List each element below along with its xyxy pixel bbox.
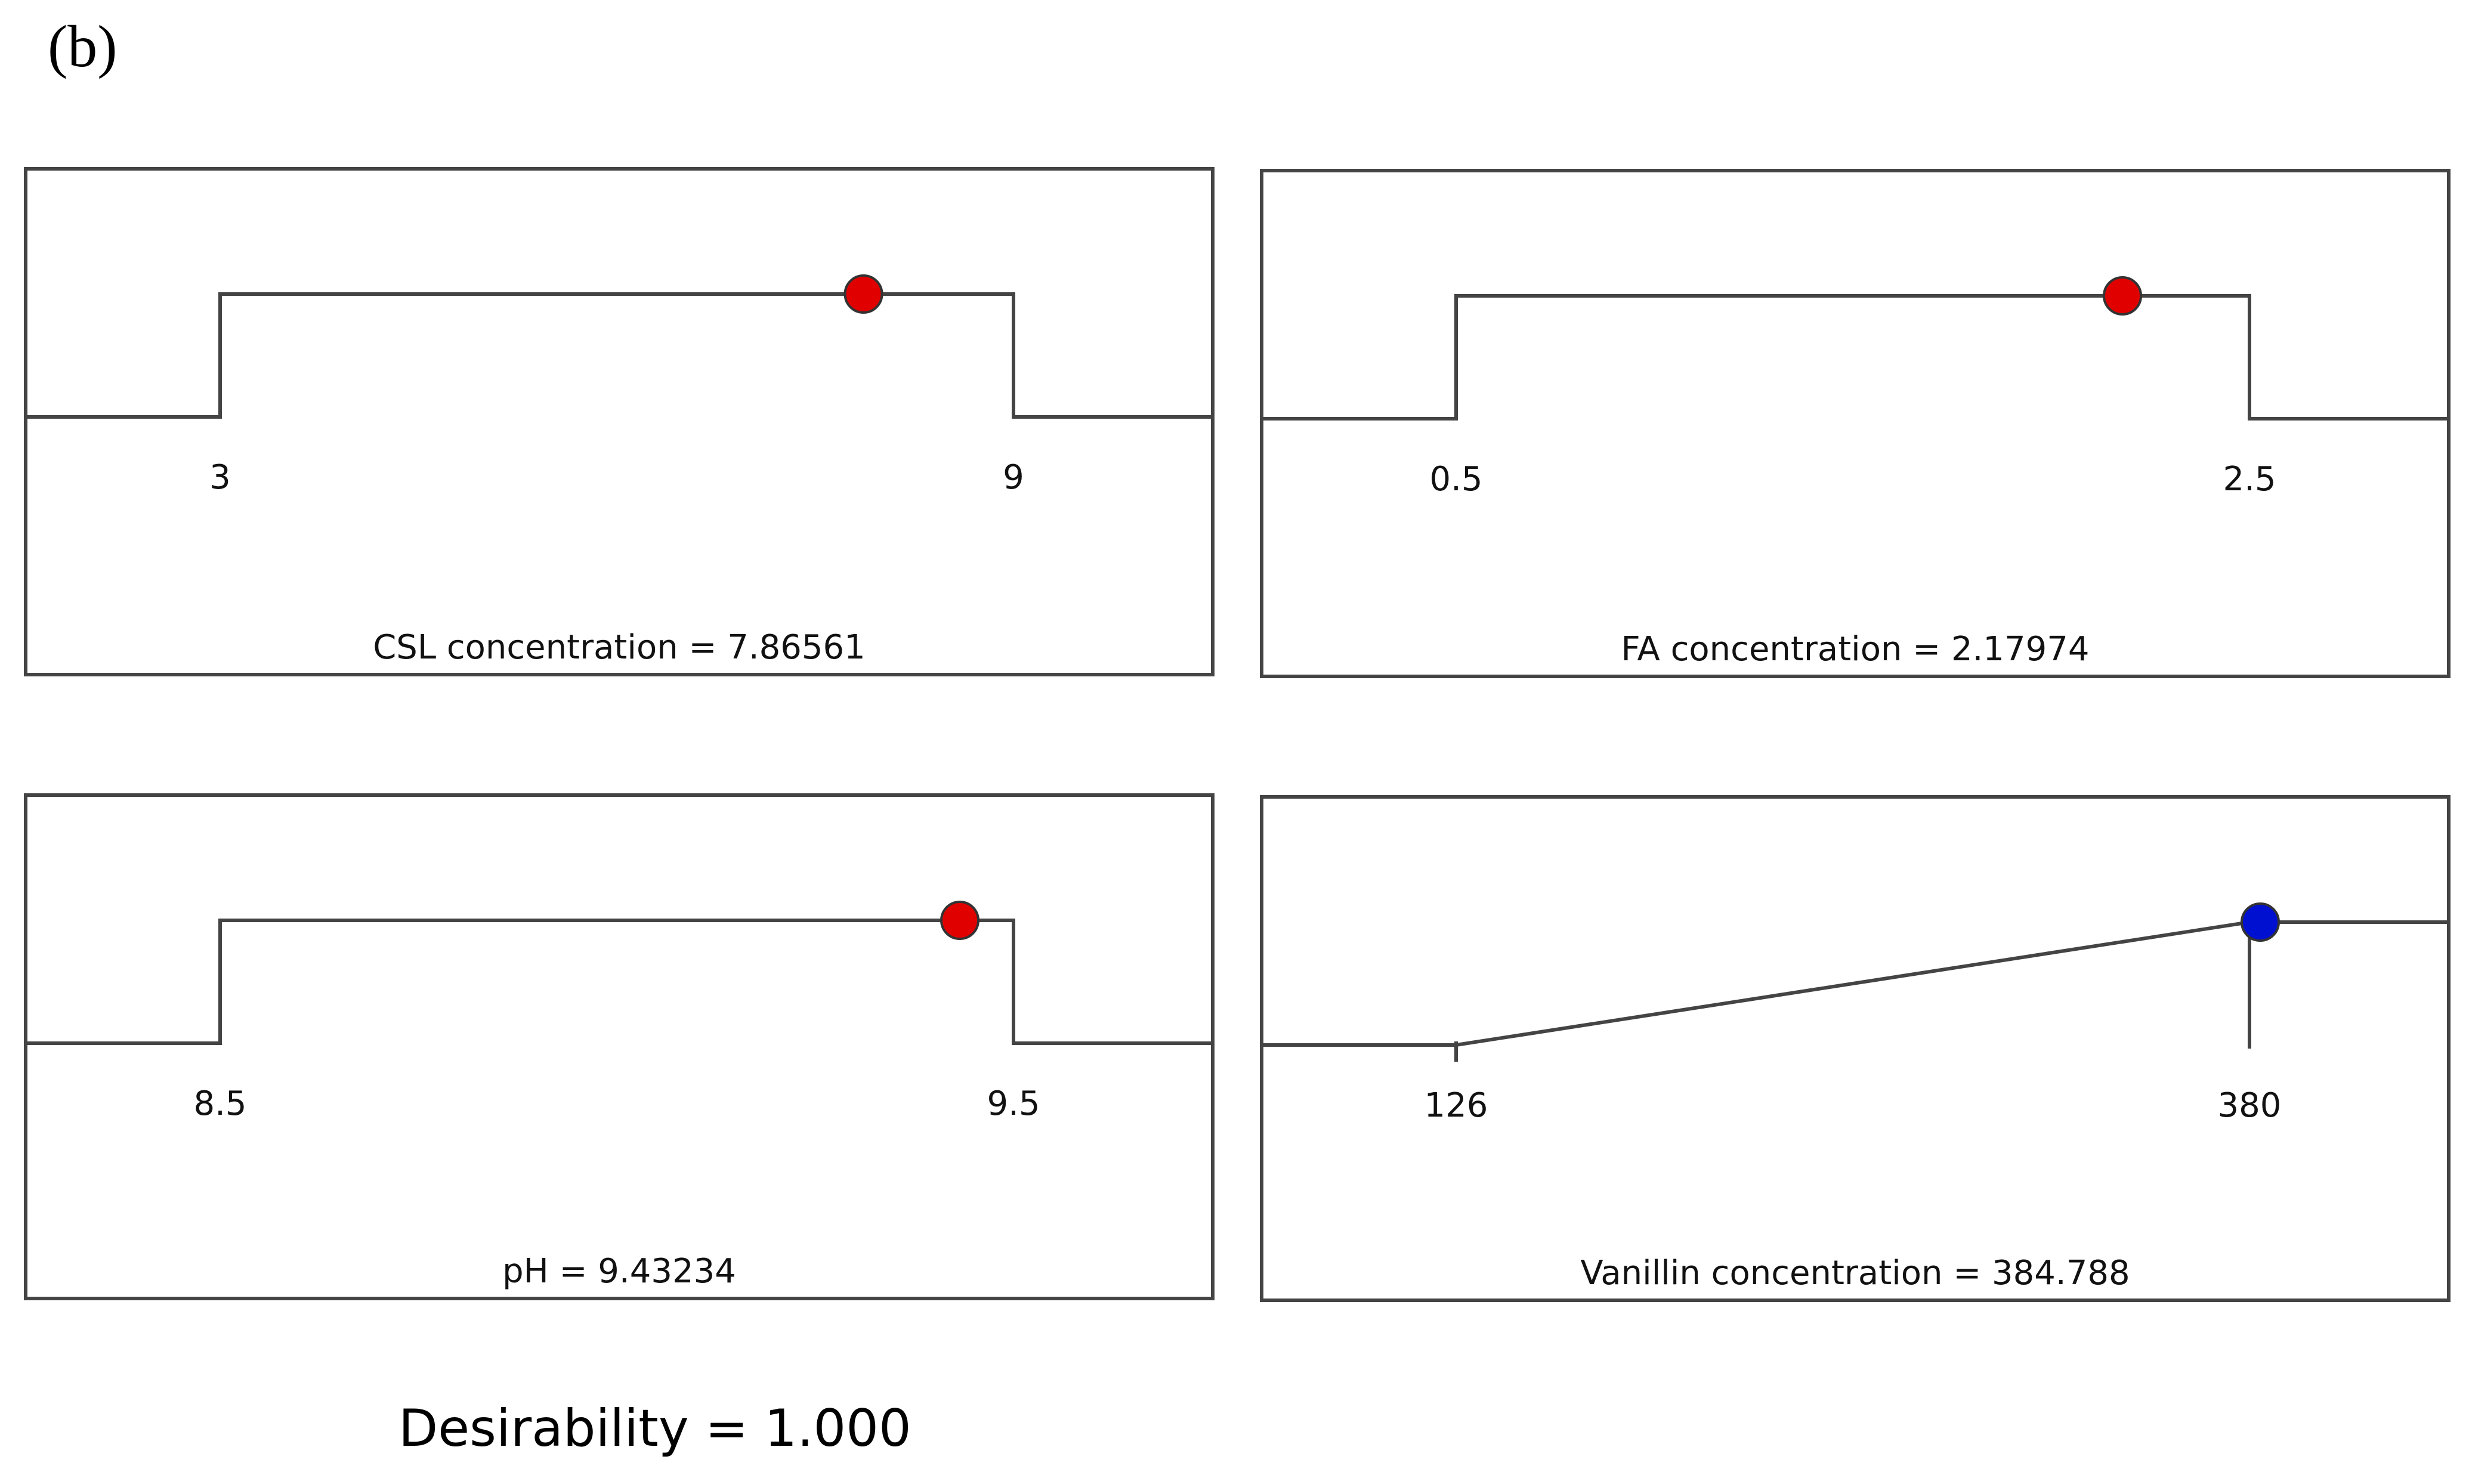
tick-label-0-1: 9 [1003,458,1024,497]
tick-label-3-0: 126 [1424,1086,1488,1125]
setting-marker-3 [2241,902,2280,942]
tick-label-2-0: 8.5 [193,1084,246,1123]
setting-marker-1 [2103,276,2143,316]
tick-label-0-0: 3 [209,458,231,497]
chart-svg-fa: 0.5 2.5 FA concentration = 2.17974 [1263,276,2447,669]
tick-label-1-1: 2.5 [2223,460,2276,499]
tick-label-3-1: 380 [2218,1086,2282,1125]
tick-label-1-0: 0.5 [1429,460,1482,499]
desirability-panel-fa: 0.5 2.5 FA concentration = 2.17974 [1260,169,2451,678]
desirability-curve-2 [27,919,1211,1045]
desirability-panel-ph: 8.5 9.5 pH = 9.43234 [24,793,1215,1300]
desirability-curve-0 [27,292,1211,419]
setting-marker-2 [940,901,980,940]
panel-caption-0: CSL concentration = 7.86561 [373,628,866,667]
panel-caption-2: pH = 9.43234 [502,1252,736,1291]
desirability-value: Desirability = 1.000 [398,1399,911,1458]
panel-caption-1: FA concentration = 2.17974 [1621,630,2089,669]
panel-caption-3: Vanillin concentration = 384.788 [1580,1254,2130,1293]
desirability-curve-1 [1263,294,2447,421]
setting-marker-0 [843,274,883,314]
panel-label: (b) [48,13,118,79]
chart-svg-ph: 8.5 9.5 pH = 9.43234 [27,901,1211,1291]
desirability-curve-3 [1263,920,2447,1047]
tick-label-2-1: 9.5 [987,1084,1040,1123]
